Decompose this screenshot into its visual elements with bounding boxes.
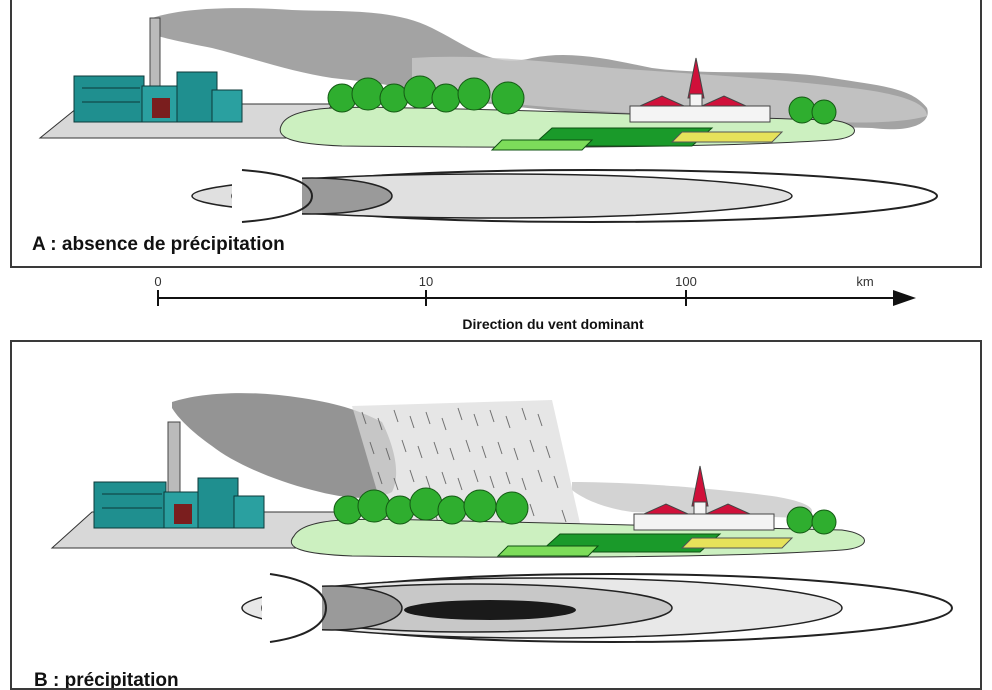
field-light-2 xyxy=(670,131,784,143)
chimney xyxy=(149,17,161,91)
trees-icon xyxy=(327,75,837,125)
factory-icon xyxy=(93,477,265,529)
axis-unit: km xyxy=(856,274,874,289)
panel-b-label: B : précipitation xyxy=(34,670,179,690)
village-icon xyxy=(633,465,775,531)
field-light xyxy=(496,545,600,557)
tick-label-10: 10 xyxy=(418,274,434,289)
factory-icon xyxy=(73,71,243,123)
deposition-black xyxy=(404,600,576,620)
field-light xyxy=(490,139,594,151)
panel-a-label: A : absence de précipitation xyxy=(32,234,285,255)
tick-label-100: 100 xyxy=(675,274,697,289)
field-light-2 xyxy=(680,537,794,549)
smoke-plume xyxy=(172,393,397,498)
scene-a xyxy=(38,8,938,224)
axis-title: Direction du vent dominant xyxy=(462,316,644,332)
chimney xyxy=(167,421,181,503)
trees-icon xyxy=(333,487,837,535)
smoke-plume-light xyxy=(572,482,812,518)
scene-b xyxy=(50,393,953,644)
village-icon xyxy=(629,57,771,123)
panel-b: B : précipitation xyxy=(10,340,982,690)
distance-axis: 0 10 100 km Direction du vent dominant xyxy=(0,268,992,340)
panel-a: A : absence de précipitation xyxy=(10,0,982,268)
tick-label-0: 0 xyxy=(154,274,162,289)
axis-line xyxy=(157,290,916,306)
